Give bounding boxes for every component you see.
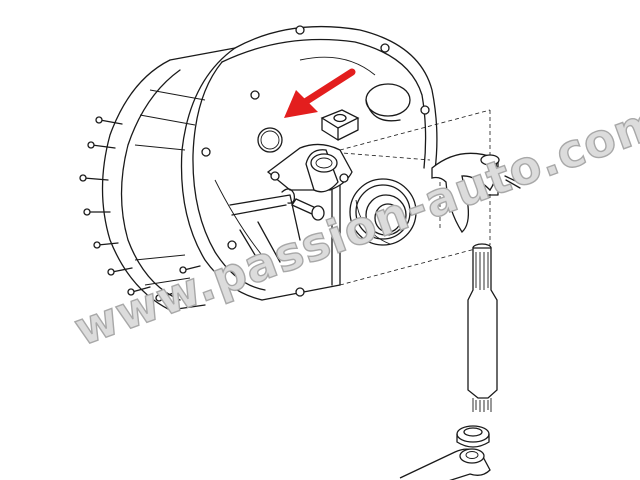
mounting-bolt <box>291 198 325 221</box>
bushing-washer <box>456 425 490 448</box>
o-ring-seal <box>257 127 283 153</box>
guide-tube-flange <box>266 143 353 193</box>
circlip <box>281 188 296 204</box>
differential-housing <box>101 47 236 311</box>
release-lever <box>399 448 491 480</box>
bell-housing <box>180 25 438 301</box>
shaft-seal <box>349 178 417 246</box>
construction-lines <box>329 109 491 286</box>
release-shaft <box>467 243 498 412</box>
release-fork <box>431 152 523 233</box>
breather-boss <box>320 109 360 141</box>
callout-arrow <box>284 68 356 118</box>
housing-studs <box>79 116 201 302</box>
